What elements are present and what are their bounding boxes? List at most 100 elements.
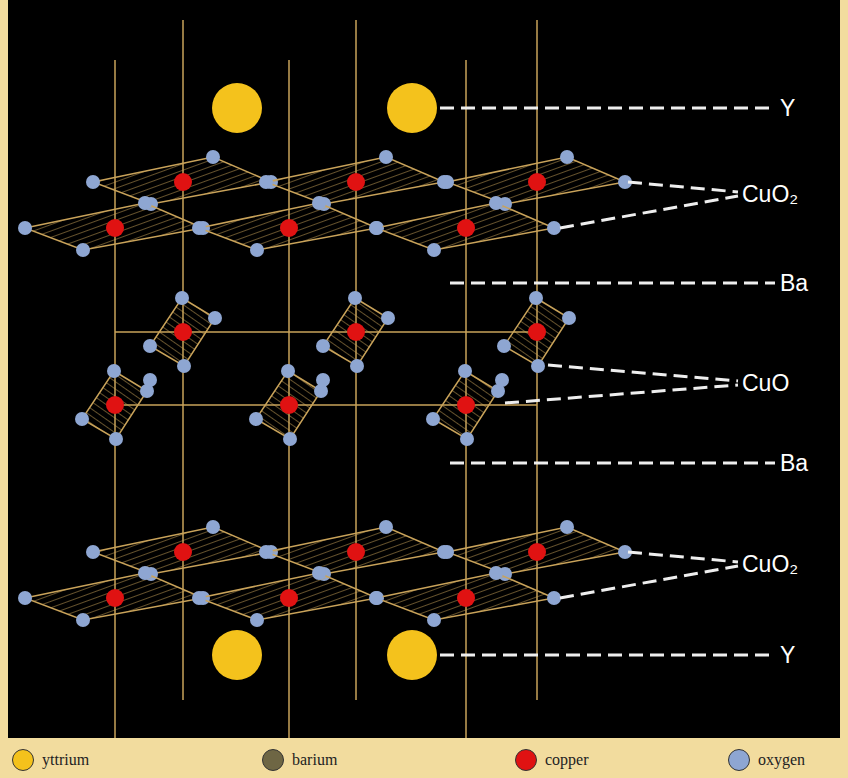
oxygen-atom <box>427 243 441 257</box>
oxygen-atom <box>107 364 121 378</box>
layer-label: Ba <box>780 272 808 295</box>
leader-lines <box>440 108 775 655</box>
legend-swatch <box>12 749 34 771</box>
copper-oxygen-unit <box>369 566 561 627</box>
oxygen-atom <box>76 613 90 627</box>
copper-atom <box>106 219 124 237</box>
oxygen-atom <box>312 196 326 210</box>
atom-layers <box>18 150 632 627</box>
copper-oxygen-unit <box>440 520 632 581</box>
copper-oxygen-unit <box>143 291 222 373</box>
oxygen-atom <box>381 311 395 325</box>
copper-atom <box>280 589 298 607</box>
layer-label: CuO₂ <box>742 553 798 576</box>
copper-oxygen-unit <box>259 520 451 581</box>
copper-atom <box>174 173 192 191</box>
oxygen-atom <box>283 432 297 446</box>
layer-label: Y <box>780 644 795 667</box>
legend-swatch <box>515 749 537 771</box>
oxygen-atom <box>175 291 189 305</box>
copper-oxygen-unit <box>249 364 328 446</box>
oxygen-atom <box>206 520 220 534</box>
legend-swatch <box>728 749 750 771</box>
copper-oxygen-unit <box>426 364 505 446</box>
oxygen-atom <box>143 373 157 387</box>
copper-atom <box>457 589 475 607</box>
oxygen-atom <box>560 520 574 534</box>
copper-oxygen-unit <box>369 196 561 257</box>
copper-atom <box>528 543 546 561</box>
legend-text: yttrium <box>42 752 89 768</box>
layer-label: CuO <box>742 372 789 395</box>
oxygen-atom <box>489 196 503 210</box>
oxygen-atom <box>497 339 511 353</box>
oxygen-atom <box>529 291 543 305</box>
copper-atom <box>347 173 365 191</box>
lattice-lines <box>115 20 537 738</box>
oxygen-atom <box>76 243 90 257</box>
oxygen-atom <box>206 150 220 164</box>
copper-atom <box>528 173 546 191</box>
oxygen-atom <box>259 545 273 559</box>
copper-atom <box>106 589 124 607</box>
oxygen-atom <box>281 364 295 378</box>
copper-oxygen-unit <box>86 520 278 581</box>
oxygen-atom <box>316 339 330 353</box>
copper-atom <box>280 396 298 414</box>
copper-atom <box>347 323 365 341</box>
oxygen-atom <box>547 591 561 605</box>
copper-atom <box>280 219 298 237</box>
oxygen-atom <box>350 359 364 373</box>
oxygen-atom <box>312 566 326 580</box>
oxygen-atom <box>86 175 100 189</box>
legend-text: oxygen <box>758 752 805 768</box>
oxygen-atom <box>489 566 503 580</box>
oxygen-atom <box>369 221 383 235</box>
legend-text: copper <box>545 752 589 768</box>
oxygen-atom <box>427 613 441 627</box>
oxygen-atom <box>562 311 576 325</box>
oxygen-atom <box>18 221 32 235</box>
oxygen-atom <box>348 291 362 305</box>
oxygen-atom <box>460 432 474 446</box>
oxygen-atom <box>250 613 264 627</box>
layer-label: Y <box>780 97 795 120</box>
copper-oxygen-unit <box>75 364 154 446</box>
oxygen-atom <box>143 339 157 353</box>
oxygen-atom <box>560 150 574 164</box>
oxygen-atom <box>370 221 384 235</box>
oxygen-atom <box>369 591 383 605</box>
copper-atom <box>528 323 546 341</box>
copper-oxygen-unit <box>18 196 210 257</box>
oxygen-atom <box>109 432 123 446</box>
oxygen-atom <box>440 545 454 559</box>
oxygen-atom <box>458 364 472 378</box>
oxygen-atom <box>177 359 191 373</box>
oxygen-atom <box>547 221 561 235</box>
oxygen-atom <box>249 412 263 426</box>
oxygen-atom <box>259 175 273 189</box>
yttrium-atoms <box>212 83 437 680</box>
oxygen-atom <box>379 150 393 164</box>
oxygen-atom <box>250 243 264 257</box>
oxygen-atom <box>192 221 206 235</box>
layer-label: CuO₂ <box>742 183 798 206</box>
copper-oxygen-unit <box>316 291 395 373</box>
oxygen-atom <box>531 359 545 373</box>
copper-oxygen-unit <box>440 150 632 211</box>
copper-oxygen-unit <box>192 566 384 627</box>
oxygen-atom <box>379 520 393 534</box>
legend-text: barium <box>292 752 337 768</box>
oxygen-atom <box>138 196 152 210</box>
oxygen-atom <box>18 591 32 605</box>
copper-oxygen-unit <box>86 150 278 211</box>
oxygen-atom <box>426 412 440 426</box>
oxygen-atom <box>138 566 152 580</box>
oxygen-atom <box>440 175 454 189</box>
oxygen-atom <box>495 373 509 387</box>
copper-oxygen-unit <box>497 291 576 373</box>
copper-atom <box>457 396 475 414</box>
copper-atom <box>174 323 192 341</box>
copper-oxygen-unit <box>259 150 451 211</box>
